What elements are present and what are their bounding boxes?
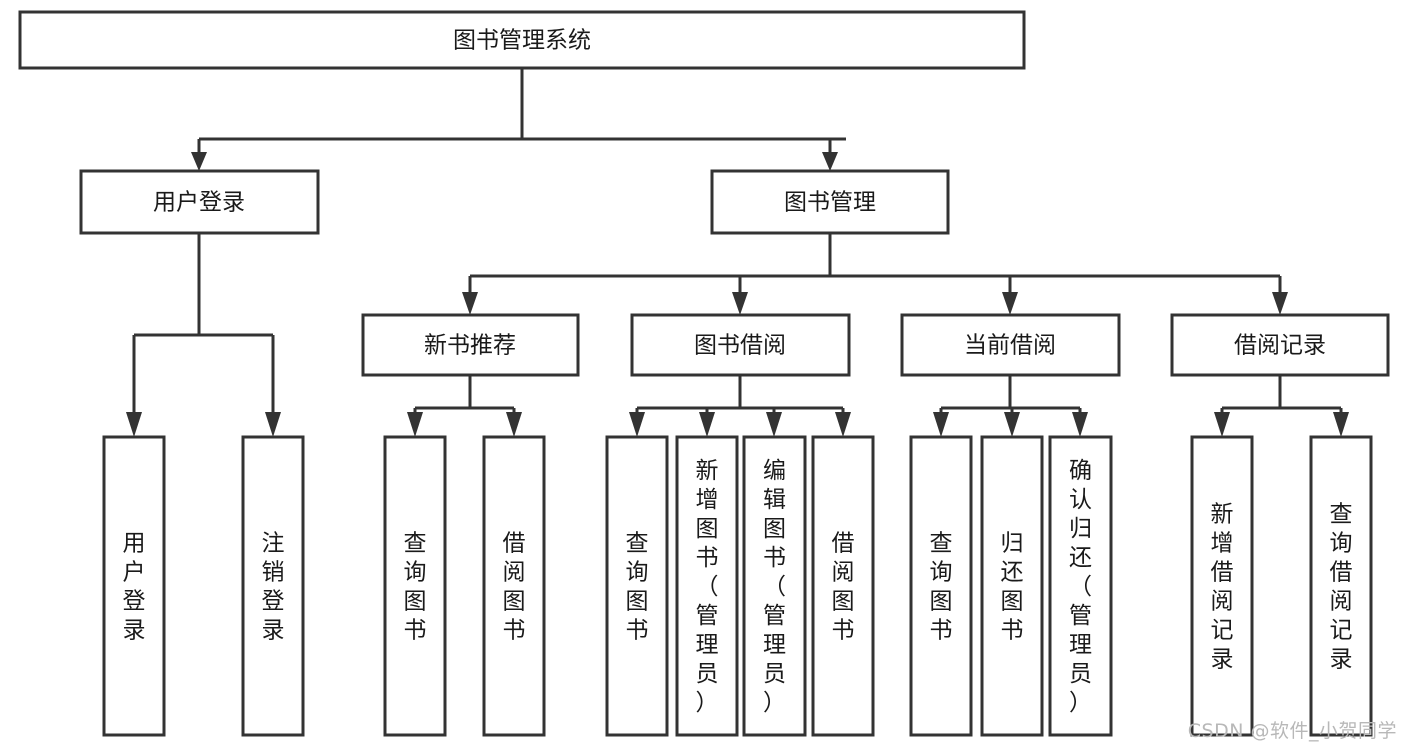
node-leaf-query-borrow-record[interactable]: 查询借阅记录: [1309, 435, 1373, 737]
node-leaf-edit-book-admin-label: 编辑图书（管理员）: [763, 458, 786, 716]
node-leaf-user-login[interactable]: 用户登录: [102, 435, 166, 737]
node-leaf-query-borrow-record-label: 查询借阅记录: [1330, 502, 1353, 673]
node-current-borrow-box[interactable]: [900, 313, 1121, 377]
node-leaf-logout-label: 注销登录: [262, 531, 285, 644]
node-user-login[interactable]: 用户登录: [79, 169, 320, 235]
node-borrow-records-label: 借阅记录: [1234, 333, 1326, 359]
node-leaf-edit-book-admin[interactable]: 编辑图书（管理员）: [742, 435, 807, 737]
node-leaf-add-book-admin[interactable]: 新增图书（管理员）: [675, 435, 739, 737]
node-leaf-add-book-admin-label: 新增图书（管理员）: [696, 458, 719, 716]
node-new-book-recommend-box[interactable]: [361, 313, 580, 377]
node-user-login-box[interactable]: [79, 169, 320, 235]
node-new-book-recommend-label: 新书推荐: [424, 333, 516, 359]
connector-current-borrow-to-leaves: [939, 375, 1082, 418]
node-book-management-box[interactable]: [710, 169, 950, 235]
arrowhead-leaf-query-borrow-record: [1333, 412, 1349, 437]
node-leaf-add-borrow-record-label: 新增借阅记录: [1211, 502, 1234, 673]
arrowhead-leaf-logout: [265, 412, 281, 437]
node-leaf-add-borrow-record-box[interactable]: [1190, 435, 1254, 737]
node-book-management[interactable]: 图书管理: [710, 169, 950, 235]
node-leaf-query-book-recommend-label: 查询图书: [404, 531, 427, 644]
arrowhead-leaf-add-book-admin: [699, 412, 715, 437]
arrowhead-leaf-add-borrow-record: [1214, 412, 1230, 437]
arrowhead-leaf-query-book-recommend: [407, 412, 423, 437]
node-leaf-query-book-borrow-label: 查询图书: [626, 531, 649, 644]
node-leaf-borrow-book-recommend-label: 借阅图书: [503, 531, 526, 644]
arrowhead-leaf-borrow-book-recommend: [506, 412, 522, 437]
node-leaf-borrow-book[interactable]: 借阅图书: [811, 435, 875, 737]
node-leaf-borrow-book-recommend[interactable]: 借阅图书: [482, 435, 546, 737]
connector-borrow-records-to-leaves: [1220, 375, 1343, 418]
node-book-borrow[interactable]: 图书借阅: [630, 313, 851, 377]
node-leaf-confirm-return-admin-label: 确认归还（管理员）: [1069, 458, 1092, 716]
connector-user-login-to-leaves: [132, 233, 275, 418]
node-user-login-label: 用户登录: [153, 190, 245, 216]
node-book-borrow-label: 图书借阅: [694, 333, 786, 359]
nodes: 图书管理系统 用户登录 图书管理 新书推荐 图书借阅: [18, 10, 1390, 737]
node-current-borrow-label: 当前借阅: [964, 333, 1056, 359]
node-root-label: 图书管理系统: [453, 28, 591, 54]
csdn-watermark: CSDN @软件_小贺同学: [1187, 720, 1397, 742]
arrowhead-leaf-query-book-current: [933, 412, 949, 437]
node-leaf-query-borrow-record-box[interactable]: [1309, 435, 1373, 737]
node-borrow-records[interactable]: 借阅记录: [1170, 313, 1390, 377]
node-leaf-return-book[interactable]: 归还图书: [980, 435, 1044, 737]
node-book-management-label: 图书管理: [784, 190, 876, 216]
node-leaf-query-book-current-box[interactable]: [909, 435, 973, 737]
node-leaf-confirm-return-admin-box[interactable]: [1048, 435, 1113, 737]
arrowhead-leaf-user-login: [126, 412, 142, 437]
node-leaf-borrow-book-box[interactable]: [811, 435, 875, 737]
arrowhead-book-borrow: [732, 292, 748, 315]
node-leaf-edit-book-admin-box[interactable]: [742, 435, 807, 737]
node-leaf-query-book-recommend[interactable]: 查询图书: [383, 435, 447, 737]
node-current-borrow[interactable]: 当前借阅: [900, 313, 1121, 377]
node-leaf-borrow-book-recommend-box[interactable]: [482, 435, 546, 737]
node-borrow-records-box[interactable]: [1170, 313, 1390, 377]
node-leaf-query-book-current[interactable]: 查询图书: [909, 435, 973, 737]
node-leaf-logout[interactable]: 注销登录: [241, 435, 305, 737]
arrowhead-leaf-borrow-book: [835, 412, 851, 437]
connector-root-to-level2: [197, 68, 846, 152]
connector-new-book-recommend-to-leaves: [413, 375, 516, 418]
node-leaf-confirm-return-admin[interactable]: 确认归还（管理员）: [1048, 435, 1113, 737]
arrowhead-current-borrow: [1002, 292, 1018, 315]
arrowhead-new-book-recommend: [462, 292, 478, 315]
node-leaf-user-login-label: 用户登录: [123, 531, 146, 644]
connector-book-borrow-to-leaves: [635, 375, 845, 418]
arrowhead-leaf-edit-book-admin: [766, 412, 782, 437]
arrowhead-leaf-confirm-return-admin: [1072, 412, 1088, 437]
connector-book-management-to-level3: [468, 233, 1282, 296]
arrowhead-leaf-return-book: [1004, 412, 1020, 437]
arrowhead-book-management: [822, 152, 838, 171]
node-leaf-add-book-admin-box[interactable]: [675, 435, 739, 737]
node-leaf-query-book-recommend-box[interactable]: [383, 435, 447, 737]
node-leaf-return-book-box[interactable]: [980, 435, 1044, 737]
node-leaf-query-book-current-label: 查询图书: [930, 531, 953, 644]
connectors: [126, 68, 1349, 437]
node-root[interactable]: 图书管理系统: [18, 10, 1026, 70]
leaf-nodes: 用户登录 注销登录 查询图书 借阅图书 查询图书 新增图书（管理员） 编辑图书（管理员） 借阅…: [102, 435, 1373, 737]
node-leaf-logout-box[interactable]: [241, 435, 305, 737]
node-new-book-recommend[interactable]: 新书推荐: [361, 313, 580, 377]
node-leaf-borrow-book-label: 借阅图书: [832, 531, 855, 644]
node-leaf-return-book-label: 归还图书: [1001, 531, 1024, 644]
arrowhead-borrow-records: [1272, 292, 1288, 315]
node-root-box[interactable]: [18, 10, 1026, 70]
arrowhead-user-login: [191, 152, 207, 171]
node-leaf-add-borrow-record[interactable]: 新增借阅记录: [1190, 435, 1254, 737]
arrowhead-leaf-query-book-borrow: [629, 412, 645, 437]
node-book-borrow-box[interactable]: [630, 313, 851, 377]
node-leaf-query-book-borrow-box[interactable]: [605, 435, 669, 737]
node-leaf-user-login-box[interactable]: [102, 435, 166, 737]
node-leaf-query-book-borrow[interactable]: 查询图书: [605, 435, 669, 737]
